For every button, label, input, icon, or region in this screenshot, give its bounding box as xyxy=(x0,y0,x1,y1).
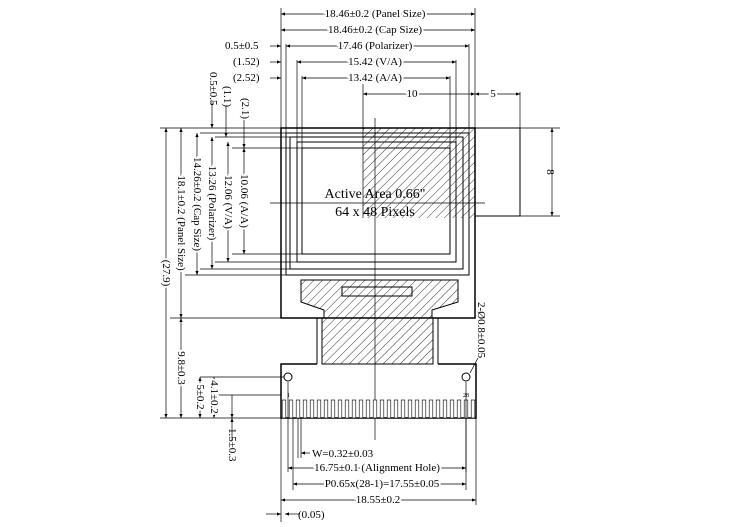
fpc-pin xyxy=(288,399,294,419)
dim-left-aa: 10.06 (A/A) xyxy=(238,174,250,228)
dim-left-five: 5±0.2 xyxy=(194,384,206,409)
center-crosshair xyxy=(270,118,485,440)
dim-bottom-w: W=0.32±0.03 xyxy=(312,448,374,460)
dim-left-pol-offset: 0.5±0.5 xyxy=(207,72,219,106)
dim-bottom-align: 16.75±0.1 (Alignment Hole) xyxy=(314,462,440,474)
pin-1-label: 1 xyxy=(287,393,290,399)
dim-left-cap: 14.26±0.2 (Cap Size) xyxy=(191,157,203,251)
left-dimensions: 0.5±0.5 (1.1) (2.1) 10.06 (A/A) 12.06 (V… xyxy=(158,72,302,462)
active-area-pixels: 64 x 48 Pixels xyxy=(335,205,415,220)
dim-left-four: 4.1±0.2 xyxy=(208,380,220,414)
dim-bottom-width: 18.55±0.2 xyxy=(356,494,401,506)
dim-left-fpc: 9.8±0.3 xyxy=(175,351,187,385)
fpc-pin xyxy=(400,399,406,419)
dim-aa: 13.42 (A/A) xyxy=(348,72,402,84)
right-dimensions: 8 2-Ø0.8±0.05 xyxy=(469,127,560,374)
fpc-pin xyxy=(281,399,287,419)
fpc-tail: 1 28 xyxy=(280,363,477,419)
bottom-dimensions: W=0.32±0.03 16.75±0.1 (Alignment Hole) P… xyxy=(266,382,477,522)
dim-left-va: 12.06 (V/A) xyxy=(222,175,234,229)
dim-left-panel: 18.1±0.2 (Panel Size) xyxy=(175,175,187,271)
fpc-pin xyxy=(442,399,448,419)
dim-bottom-pitch: P0.65x(28-1)=17.55±0.05 xyxy=(325,478,440,490)
fpc-pin xyxy=(309,399,315,419)
fpc-pin xyxy=(393,399,399,419)
fpc-pin xyxy=(372,399,378,419)
dim-8: 8 xyxy=(544,169,556,175)
fpc-pin xyxy=(421,399,427,419)
dim-10: 10 xyxy=(407,88,419,100)
dim-left-aa-offset: (2.1) xyxy=(239,98,251,119)
fpc-pin xyxy=(435,399,441,419)
fpc-pin xyxy=(358,399,364,419)
dim-pol-offset: 0.5±0.5 xyxy=(225,40,259,52)
fpc-pin xyxy=(414,399,420,419)
dim-va-offset: (1.52) xyxy=(233,56,260,68)
fpc-pin xyxy=(428,399,434,419)
dim-hole: 2-Ø0.8±0.05 xyxy=(475,302,487,359)
fpc-pin xyxy=(330,399,336,419)
fpc-pin xyxy=(379,399,385,419)
fpc-pins xyxy=(281,399,476,419)
fpc-pin xyxy=(344,399,350,419)
fpc-neck xyxy=(316,317,439,365)
top-dimensions: 18.46±0.2 (Panel Size) 18.46±0.2 (Cap Si… xyxy=(225,6,521,148)
fpc-pin xyxy=(365,399,371,419)
fpc-pin xyxy=(456,399,462,419)
fpc-pin xyxy=(316,399,322,419)
dim-left-total: (27.9) xyxy=(160,260,172,287)
fpc-pin xyxy=(351,399,357,419)
fpc-pin xyxy=(302,399,308,419)
fpc-pin xyxy=(295,399,301,419)
dim-left-one-five: 1.5±0.3 xyxy=(226,428,238,462)
driver-ic xyxy=(300,279,459,319)
dim-5: 5 xyxy=(490,88,496,100)
dim-va: 15.42 (V/A) xyxy=(348,56,402,68)
fpc-pin xyxy=(449,399,455,419)
alignment-hole-right xyxy=(461,372,471,382)
dim-bottom-offset: (0.05) xyxy=(298,509,325,521)
dim-polarizer: 17.46 (Polarizer) xyxy=(338,40,413,52)
dim-aa-offset: (2.52) xyxy=(233,72,260,84)
dim-panel-size: 18.46±0.2 (Panel Size) xyxy=(325,8,426,20)
active-area-label: Active Area 0.66" xyxy=(325,187,426,202)
fpc-pin xyxy=(407,399,413,419)
dim-left-va-offset: (1.1) xyxy=(221,86,233,107)
dim-cap-size: 18.46±0.2 (Cap Size) xyxy=(328,24,422,36)
fpc-pin xyxy=(470,399,476,419)
fpc-pin xyxy=(386,399,392,419)
fpc-pin xyxy=(323,399,329,419)
alignment-hole-left xyxy=(283,372,293,382)
fpc-pin xyxy=(337,399,343,419)
dim-left-polarizer: 13.26 (Polarizer) xyxy=(206,166,218,241)
